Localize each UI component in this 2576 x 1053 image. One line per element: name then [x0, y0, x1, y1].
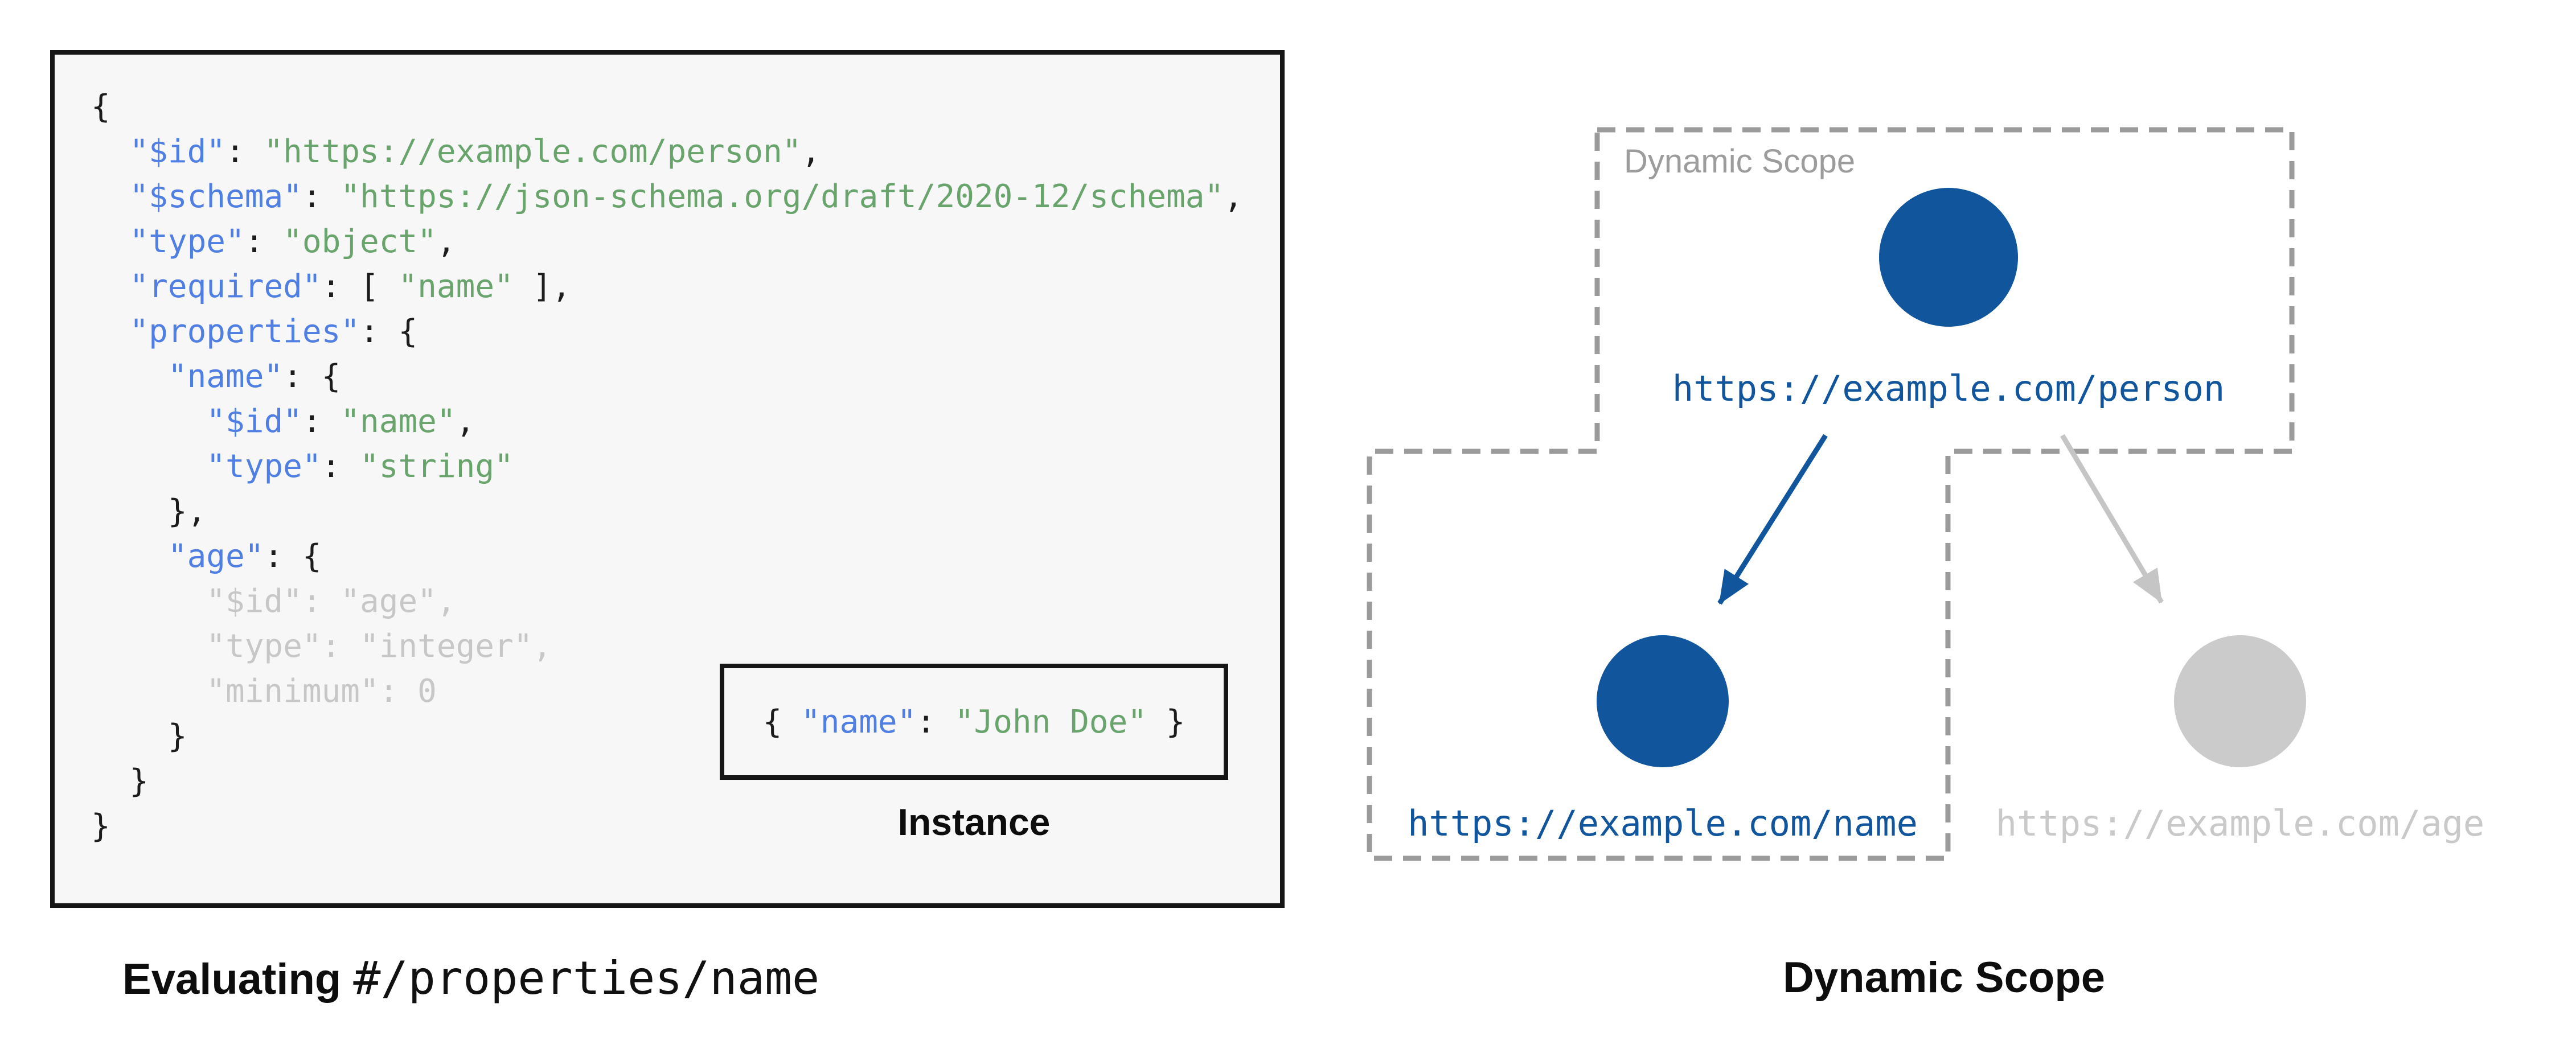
code-token: ,	[456, 403, 475, 440]
name-node	[1597, 635, 1729, 767]
code-token: }	[91, 808, 110, 845]
code-token: {	[91, 88, 110, 125]
code-line: "required": [ "name" ],	[91, 264, 1243, 309]
code-token: : {	[283, 358, 341, 395]
dynamic-scope-outline	[1367, 127, 2295, 861]
code-line: "$id": "https://example.com/person",	[91, 129, 1243, 174]
code-token: "string"	[360, 448, 514, 485]
code-token: "John Doe"	[954, 703, 1147, 741]
person-node	[1879, 188, 2018, 327]
code-line: },	[91, 489, 1243, 534]
dynamic-scope-region-label: Dynamic Scope	[1624, 143, 1856, 180]
code-token: "type"	[129, 223, 245, 260]
code-line: }	[91, 759, 1243, 804]
code-token: :	[302, 178, 341, 215]
code-line: }	[91, 804, 1243, 849]
evaluating-caption: Evaluating #/properties/name	[122, 952, 819, 1005]
code-token: ,	[801, 133, 821, 170]
instance-label: Instance	[897, 801, 1051, 843]
code-token: "type": "integer",	[91, 628, 552, 665]
evaluating-caption-pointer: #/properties/name	[353, 952, 820, 1005]
code-token: : {	[360, 313, 418, 350]
name-node-label: https://example.com/name	[1408, 803, 1918, 844]
code-token: : {	[264, 538, 322, 575]
code-line: "$schema": "https://json-schema.org/draf…	[91, 174, 1243, 219]
person-to-age-arrow	[2060, 434, 2164, 604]
code-token: :	[302, 403, 341, 440]
code-token: {	[762, 703, 802, 741]
instance-code: { "name": "John Doe" }	[763, 704, 1186, 741]
code-token: "https://json-schema.org/draft/2020-12/s…	[341, 178, 1224, 215]
code-token: "object"	[283, 223, 437, 260]
code-token: "name"	[341, 403, 456, 440]
age-node-label: https://example.com/age	[1995, 803, 2485, 844]
code-token: ],	[513, 268, 571, 305]
code-line: "type": "integer",	[91, 624, 1243, 669]
code-token: },	[91, 493, 207, 530]
code-token: "$id": "age",	[91, 583, 456, 620]
code-token: :	[244, 223, 284, 260]
code-token: "name"	[801, 703, 917, 741]
code-token: }	[91, 718, 187, 755]
schema-code: { "$id": "https://example.com/person", "…	[91, 84, 1243, 849]
code-token: "name"	[398, 268, 514, 305]
person-node-label: https://example.com/person	[1672, 368, 2225, 409]
code-line: "$id": "name",	[91, 399, 1243, 444]
code-token: :	[225, 133, 264, 170]
code-token: "minimum": 0	[91, 673, 437, 710]
code-token: "$schema"	[129, 178, 302, 215]
code-token: : [	[321, 268, 399, 305]
code-token: ,	[1224, 178, 1243, 215]
code-line: "minimum": 0	[91, 669, 1243, 714]
age-node	[2174, 635, 2306, 767]
code-token: "https://example.com/person"	[264, 133, 802, 170]
person-to-name-arrow	[1717, 434, 1828, 605]
code-line: "age": {	[91, 534, 1243, 579]
code-token: "age"	[167, 538, 264, 575]
code-token: }	[1146, 703, 1186, 741]
code-line: }	[91, 714, 1243, 759]
code-token: }	[91, 763, 149, 800]
instance-box: { "name": "John Doe" }	[720, 664, 1228, 780]
code-line: "type": "string"	[91, 444, 1243, 489]
dynamic-scope-caption: Dynamic Scope	[1783, 953, 2105, 1002]
code-token: :	[916, 703, 955, 741]
code-line: "type": "object",	[91, 219, 1243, 264]
code-line: {	[91, 84, 1243, 129]
code-token: "$id"	[129, 133, 226, 170]
code-token: ,	[436, 223, 456, 260]
code-token: "type"	[206, 448, 322, 485]
code-line: "$id": "age",	[91, 579, 1243, 624]
code-token: "$id"	[206, 403, 302, 440]
evaluating-caption-bold: Evaluating	[122, 955, 354, 1003]
schema-panel: { "$id": "https://example.com/person", "…	[50, 50, 1285, 908]
code-line: "name": {	[91, 354, 1243, 399]
code-token: "required"	[129, 268, 322, 305]
code-line: "properties": {	[91, 309, 1243, 354]
code-token: "name"	[167, 358, 284, 395]
code-token: :	[321, 448, 360, 485]
code-token: "properties"	[129, 313, 360, 350]
